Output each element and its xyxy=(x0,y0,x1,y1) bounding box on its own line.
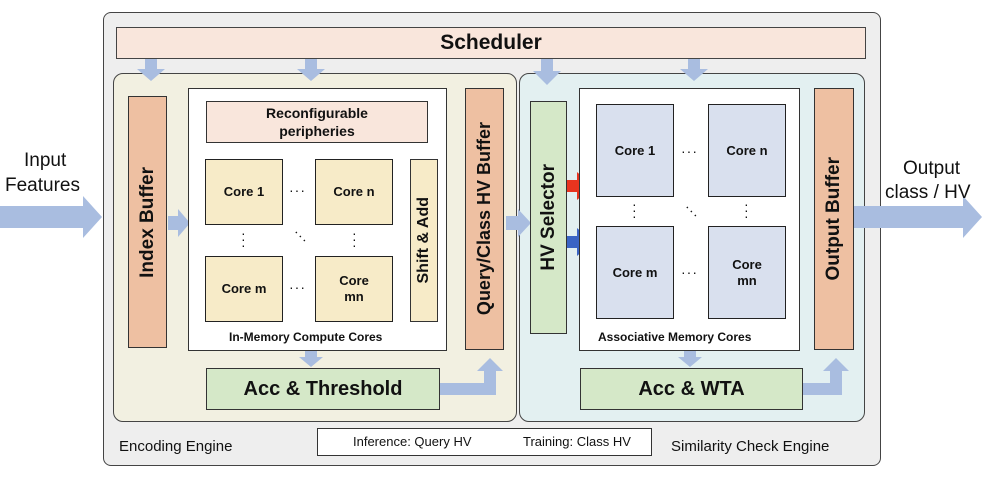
query-class-hv-buffer: Query/Class HV Buffer xyxy=(465,88,504,350)
am-dots-top: ··· xyxy=(681,143,698,159)
reconfigurable-peripheries: Reconfigurable peripheries xyxy=(206,101,428,143)
acc-threshold-box: Acc & Threshold xyxy=(206,368,440,410)
similarity-engine-label: Similarity Check Engine xyxy=(671,438,830,455)
shift-and-add-label: Shift & Add xyxy=(415,197,432,284)
am-core-n-label: Core n xyxy=(726,142,768,158)
enc-dots-top: ··· xyxy=(289,182,306,198)
am-core-m-label: Core m xyxy=(612,264,658,280)
scheduler-label: Scheduler xyxy=(440,31,542,54)
output-label-line1: Output xyxy=(903,158,961,179)
am-core-mn: Core mn xyxy=(708,226,786,319)
scheduler-bar: Scheduler xyxy=(116,27,866,59)
enc-core-n-label: Core n xyxy=(333,184,375,199)
am-core-mn-line2: mn xyxy=(737,272,757,288)
am-core-1-label: Core 1 xyxy=(614,142,656,158)
legend-box xyxy=(317,428,652,456)
am-core-m: Core m xyxy=(596,226,674,319)
am-dots-right: ··· xyxy=(744,196,749,224)
peripheries-line1: Reconfigurable xyxy=(266,105,368,121)
enc-core-1-label: Core 1 xyxy=(223,184,265,199)
acc-wta-box: Acc & WTA xyxy=(580,368,803,410)
hv-selector-label: HV Selector xyxy=(537,164,559,271)
enc-dots-bottom: ··· xyxy=(289,279,306,295)
acc-threshold-label: Acc & Threshold xyxy=(243,377,403,400)
input-arrow xyxy=(0,196,102,238)
compute-cores-caption: In-Memory Compute Cores xyxy=(229,330,383,344)
am-cores-caption: Associative Memory Cores xyxy=(598,330,752,344)
enc-core-mn-line1: Core xyxy=(339,273,369,288)
enc-core-n: Core n xyxy=(315,159,393,225)
enc-core-m: Core m xyxy=(205,256,283,322)
enc-dots-right: ··· xyxy=(352,225,357,253)
output-label-line2: class / HV xyxy=(885,182,971,203)
enc-core-1: Core 1 xyxy=(205,159,283,225)
legend-training-label: Training: Class HV xyxy=(523,434,631,449)
enc-core-mn-line2: mn xyxy=(344,289,364,304)
am-core-1: Core 1 xyxy=(596,104,674,197)
enc-dots-left: ··· xyxy=(241,225,246,253)
hv-selector: HV Selector xyxy=(530,101,567,334)
input-label-line1: Input xyxy=(24,150,67,171)
output-buffer-label: Output Buffer xyxy=(823,157,844,281)
enc-core-m-label: Core m xyxy=(221,281,267,296)
am-core-n: Core n xyxy=(708,104,786,197)
input-label-line2: Features xyxy=(5,175,80,196)
shift-and-add: Shift & Add xyxy=(410,159,438,322)
am-core-mn-line1: Core xyxy=(732,256,762,272)
am-dots-left: ··· xyxy=(632,196,637,224)
encoding-engine-label: Encoding Engine xyxy=(119,438,233,455)
acc-wta-label: Acc & WTA xyxy=(638,377,745,400)
index-buffer: Index Buffer xyxy=(128,96,167,348)
output-buffer: Output Buffer xyxy=(814,88,854,350)
index-buffer-label: Index Buffer xyxy=(136,166,158,278)
enc-core-mn: Core mn xyxy=(315,256,393,322)
am-dots-bottom: ··· xyxy=(681,264,698,280)
query-class-hv-buffer-label: Query/Class HV Buffer xyxy=(474,122,494,316)
peripheries-line2: peripheries xyxy=(279,123,355,139)
legend-inference-label: Inference: Query HV xyxy=(353,434,472,449)
